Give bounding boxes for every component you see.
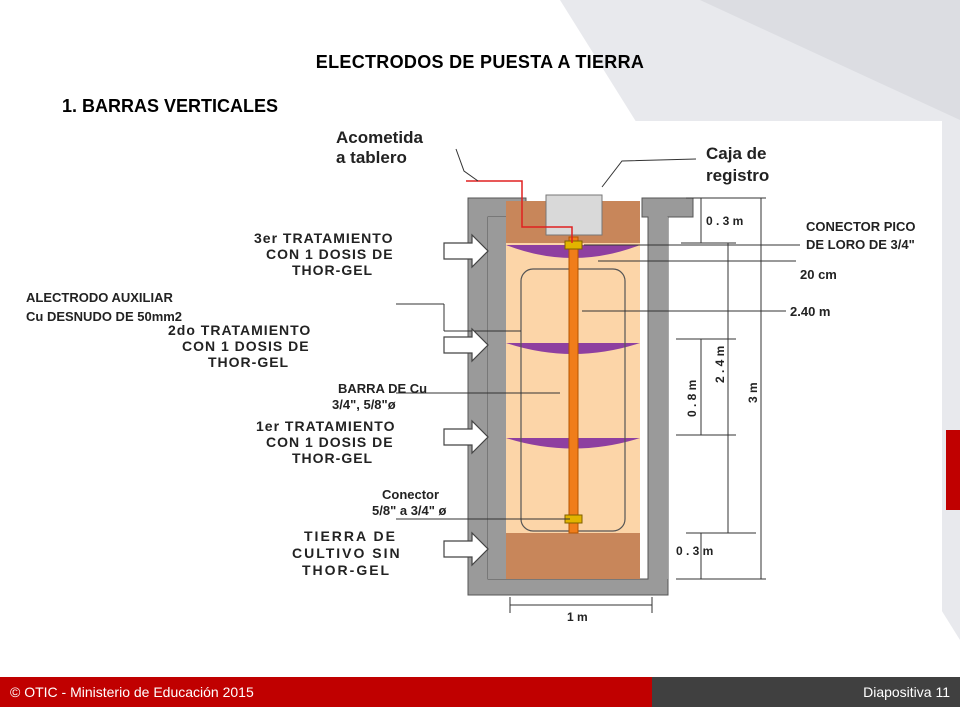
label-acometida-1: Acometida bbox=[336, 128, 423, 147]
label-dim-03m-bottom: 0 . 3 m bbox=[676, 544, 713, 558]
label-caja-1: Caja de bbox=[706, 144, 766, 163]
label-conector-pico-2: DE LORO DE 3/4" bbox=[806, 237, 915, 252]
label-dim-3m: 3 m bbox=[746, 382, 760, 403]
side-accent-tab bbox=[946, 430, 960, 510]
slide-subtitle: 1. BARRAS VERTICALES bbox=[62, 96, 279, 116]
label-tierra-3: THOR-GEL bbox=[302, 562, 391, 578]
label-trat2-2: CON 1 DOSIS DE bbox=[182, 338, 310, 354]
label-tierra-1: TIERRA DE bbox=[304, 528, 397, 544]
footer-slide-number: Diapositiva 11 bbox=[652, 677, 960, 707]
label-trat1-3: THOR-GEL bbox=[292, 450, 373, 466]
footer-copyright: © OTIC - Ministerio de Educación 2015 bbox=[0, 677, 652, 707]
label-trat2-1: 2do TRATAMIENTO bbox=[168, 322, 311, 338]
label-conector-pico-1: CONECTOR PICO bbox=[806, 219, 916, 234]
grounding-electrode-diagram: Acometida a tablero Caja de registro CON… bbox=[16, 121, 942, 643]
label-trat3-2: CON 1 DOSIS DE bbox=[266, 246, 394, 262]
label-dim-03m-top: 0 . 3 m bbox=[706, 214, 743, 228]
label-trat1-1: 1er TRATAMIENTO bbox=[256, 418, 395, 434]
label-dim-24m: 2 . 4 m bbox=[713, 346, 727, 383]
slide-title: ELECTRODOS DE PUESTA A TIERRA bbox=[315, 52, 645, 72]
label-aux-1: ALECTRODO AUXILIAR bbox=[26, 290, 173, 305]
label-dim-1m: 1 m bbox=[567, 610, 588, 624]
label-aux-2: Cu DESNUDO DE 50mm2 bbox=[26, 309, 182, 324]
copper-rod bbox=[568, 236, 579, 534]
acometida-cable bbox=[466, 180, 573, 243]
label-tierra-2: CULTIVO SIN bbox=[292, 545, 402, 561]
label-240m: 2.40 m bbox=[790, 304, 830, 319]
label-trat3-1: 3er TRATAMIENTO bbox=[254, 230, 393, 246]
label-trat3-3: THOR-GEL bbox=[292, 262, 373, 278]
label-barra-2: 3/4", 5/8"ø bbox=[332, 397, 396, 412]
label-trat1-2: CON 1 DOSIS DE bbox=[266, 434, 394, 450]
label-trat2-3: THOR-GEL bbox=[208, 354, 289, 370]
label-acometida-2: a tablero bbox=[336, 148, 407, 167]
label-dim-08m: 0 . 8 m bbox=[685, 380, 699, 417]
dimension-lines bbox=[396, 148, 800, 613]
label-caja-2: registro bbox=[706, 166, 769, 185]
label-conector-1: Conector bbox=[382, 487, 439, 502]
label-conector-2: 5/8" a 3/4" ø bbox=[372, 503, 447, 518]
slide-footer: © OTIC - Ministerio de Educación 2015 Di… bbox=[0, 677, 960, 707]
treatment-arrows bbox=[443, 233, 489, 567]
label-barra-1: BARRA DE Cu bbox=[338, 381, 427, 396]
label-20cm: 20 cm bbox=[800, 267, 837, 282]
